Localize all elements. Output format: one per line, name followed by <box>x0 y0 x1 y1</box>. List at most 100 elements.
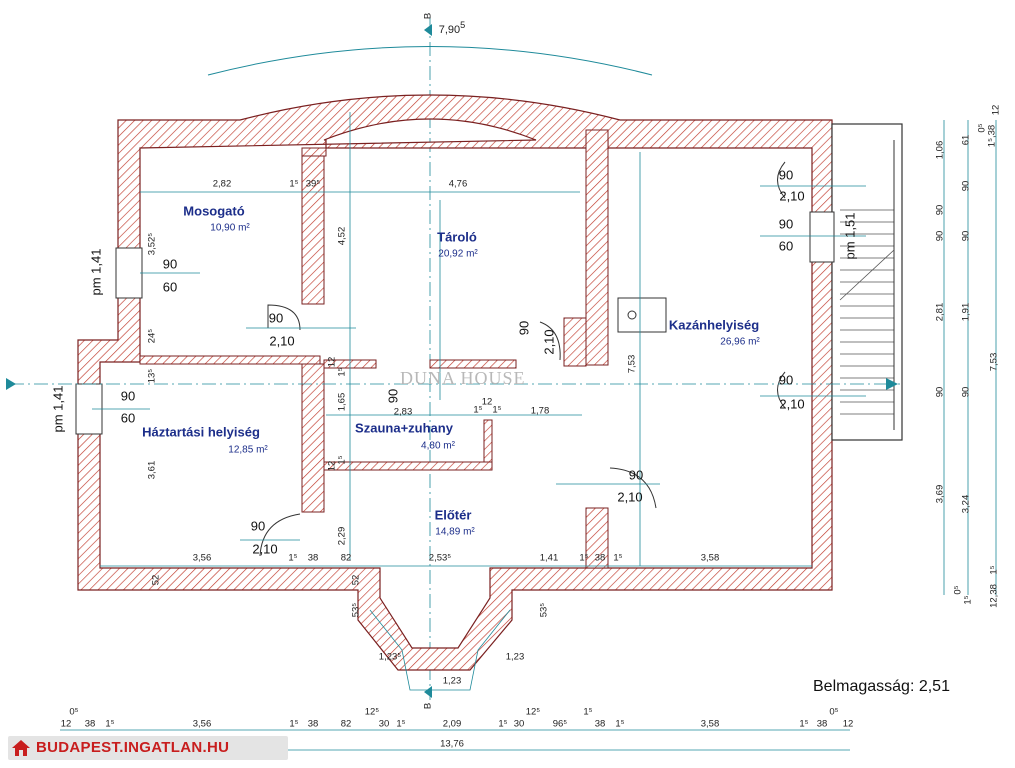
wall-haztartasi-right <box>301 363 325 513</box>
right-dim-b-2: 90 <box>960 230 972 242</box>
door-haztartasi-width: 90 <box>250 518 266 534</box>
right-dim-b-5: 3,24 <box>960 494 972 514</box>
right-dim-b-0: 61 <box>960 134 972 146</box>
dim-wall-12a: 12 <box>326 356 338 368</box>
dim-bot-38b: 38 <box>594 552 606 564</box>
dim-kazan-753: 7,53 <box>626 354 638 374</box>
right-dim-c-5: 12,38 <box>988 584 1000 608</box>
north-arrow-bottom <box>424 686 432 698</box>
right-dim-b-1: 90 <box>960 180 972 192</box>
right-dim-a-1: 90 <box>934 204 946 216</box>
ceiling-height-label: Belmagasság: 2,51 <box>813 678 950 695</box>
door-haztartasi-height: 2,10 <box>252 541 278 557</box>
bottom-dim-4: 3,56 <box>192 718 212 730</box>
room-area-mosogato: 10,90 m² <box>210 222 250 234</box>
door-swing-sauna <box>539 321 561 361</box>
room-name-kazanhelyiseg: Kazánhelyiség <box>668 317 760 333</box>
door-eloter-height: 2,10 <box>617 489 643 505</box>
source-badge-bg <box>8 736 288 760</box>
dim-sauna-12b: 12 <box>481 396 493 408</box>
dim-bot-358: 3,58 <box>700 552 720 564</box>
section-arrow-left <box>6 378 16 390</box>
dim-bay-53b: 53⁵ <box>538 602 550 618</box>
bottom-dim-17: 38 <box>594 718 606 730</box>
dimension-lines <box>10 112 997 751</box>
outer-wall <box>77 94 833 671</box>
source-badge-text[interactable]: BUDAPEST.INGATLAN.HU <box>36 739 230 756</box>
right-dim-a-2: 90 <box>934 230 946 242</box>
bottom-dim-19: 3,58 <box>700 718 720 730</box>
house-icon <box>12 740 30 756</box>
bottom-dim-7: 82 <box>340 718 352 730</box>
dim-mosogato-width: 2,82 <box>212 178 232 190</box>
bottom-dim-0: 0⁵ <box>69 706 79 718</box>
wall-mosogato-bottom <box>139 355 321 365</box>
dim-bay-53a: 53⁵ <box>350 602 362 618</box>
wall-kazan-left <box>585 129 609 366</box>
dim-bot-356: 3,56 <box>192 552 212 564</box>
bottom-dim-5: 1⁵ <box>289 718 299 730</box>
wall-sauna-top-right <box>429 359 517 369</box>
door-swing-eloter <box>609 467 657 509</box>
bottom-dim-15: 96⁵ <box>552 718 568 730</box>
room-area-haztartasi: 12,85 m² <box>228 444 268 456</box>
staircase-steps <box>840 209 894 415</box>
right-dim-b-4: 90 <box>960 386 972 398</box>
right-dim-c-1: 1⁵,38 <box>986 124 998 148</box>
section-arrow-right <box>886 378 898 390</box>
bottom-dim-14: 12⁵ <box>525 706 541 718</box>
right-dim-c-4: 1⁵ <box>988 565 1000 575</box>
bottom-dim-18: 1⁵ <box>615 718 625 730</box>
room-area-taroló: 20,92 m² <box>438 248 478 260</box>
bottom-dim-11: 2,09 <box>442 718 462 730</box>
bottom-dim-22: 0⁵ <box>829 706 839 718</box>
door-kazan-right-width: 90 <box>778 372 794 388</box>
bottom-dim-6: 38 <box>307 718 319 730</box>
bottom-dim-2: 38 <box>84 718 96 730</box>
dim-bot-15b: 1⁵ <box>579 552 589 564</box>
dim-haztartasi-depth: 3,61 <box>146 460 158 480</box>
window-mosogato-pm: pm 1,41 <box>88 248 104 296</box>
dim-bot-253: 2,53⁵ <box>428 552 452 564</box>
window-mosogato-height: 60 <box>162 279 178 295</box>
right-dim-a-5: 3,69 <box>934 484 946 504</box>
bottom-dim-21: 38 <box>816 718 828 730</box>
dim-bot-38: 38 <box>307 552 319 564</box>
dim-eloter-229: 2,29 <box>336 526 348 546</box>
dim-bot-141: 1,41 <box>539 552 559 564</box>
door-eloter-width: 90 <box>628 467 644 483</box>
dim-wall-24: 24⁵ <box>146 328 158 344</box>
window-kazan <box>809 211 835 263</box>
bottom-dim-1: 12 <box>60 718 72 730</box>
window-mosogato <box>115 247 143 299</box>
top-overall-width: 7,905 <box>438 20 466 36</box>
dim-mosogato-depth: 3,52⁵ <box>146 232 158 256</box>
bottom-dim-8: 12⁵ <box>364 706 380 718</box>
door-swing-kazan-right <box>777 371 786 409</box>
right-dim-d-1: 1⁵ <box>962 595 974 605</box>
wall-kazan-upper-left <box>563 317 587 367</box>
window-kazan-width: 90 <box>778 216 794 232</box>
dim-taroló-depth: 4,52 <box>336 226 348 246</box>
room-name-taroló: Tároló <box>437 229 477 245</box>
bottom-dim-9: 30 <box>378 718 390 730</box>
room-name-haztartasi: Háztartási helyiség <box>142 424 260 440</box>
dim-wall-52b: 52 <box>350 574 362 586</box>
bottom-total: 13,76 <box>440 738 464 750</box>
north-marker-top: B <box>422 12 434 20</box>
bottom-dim-23: 12 <box>842 718 854 730</box>
window-kazan-height: 60 <box>778 238 794 254</box>
dim-bot-15: 1⁵ <box>288 552 298 564</box>
dim-sauna-15b: 1⁵ <box>473 404 483 416</box>
dim-wall-52a: 52 <box>150 574 162 586</box>
staircase-diagonal <box>839 249 895 301</box>
dim-sauna-15c: 1⁵ <box>492 404 502 416</box>
room-area-eloter: 14,89 m² <box>435 526 475 538</box>
right-dim-d-0: 0⁵ <box>952 585 964 595</box>
room-name-szauna: Szauna+zuhany <box>355 420 453 436</box>
right-dim-a-4: 90 <box>934 386 946 398</box>
wall-mosogato-right <box>301 147 325 305</box>
wall-taroló-left <box>301 147 327 157</box>
window-haztartasi-width: 90 <box>120 388 136 404</box>
wall-sauna-bottom <box>323 461 493 471</box>
